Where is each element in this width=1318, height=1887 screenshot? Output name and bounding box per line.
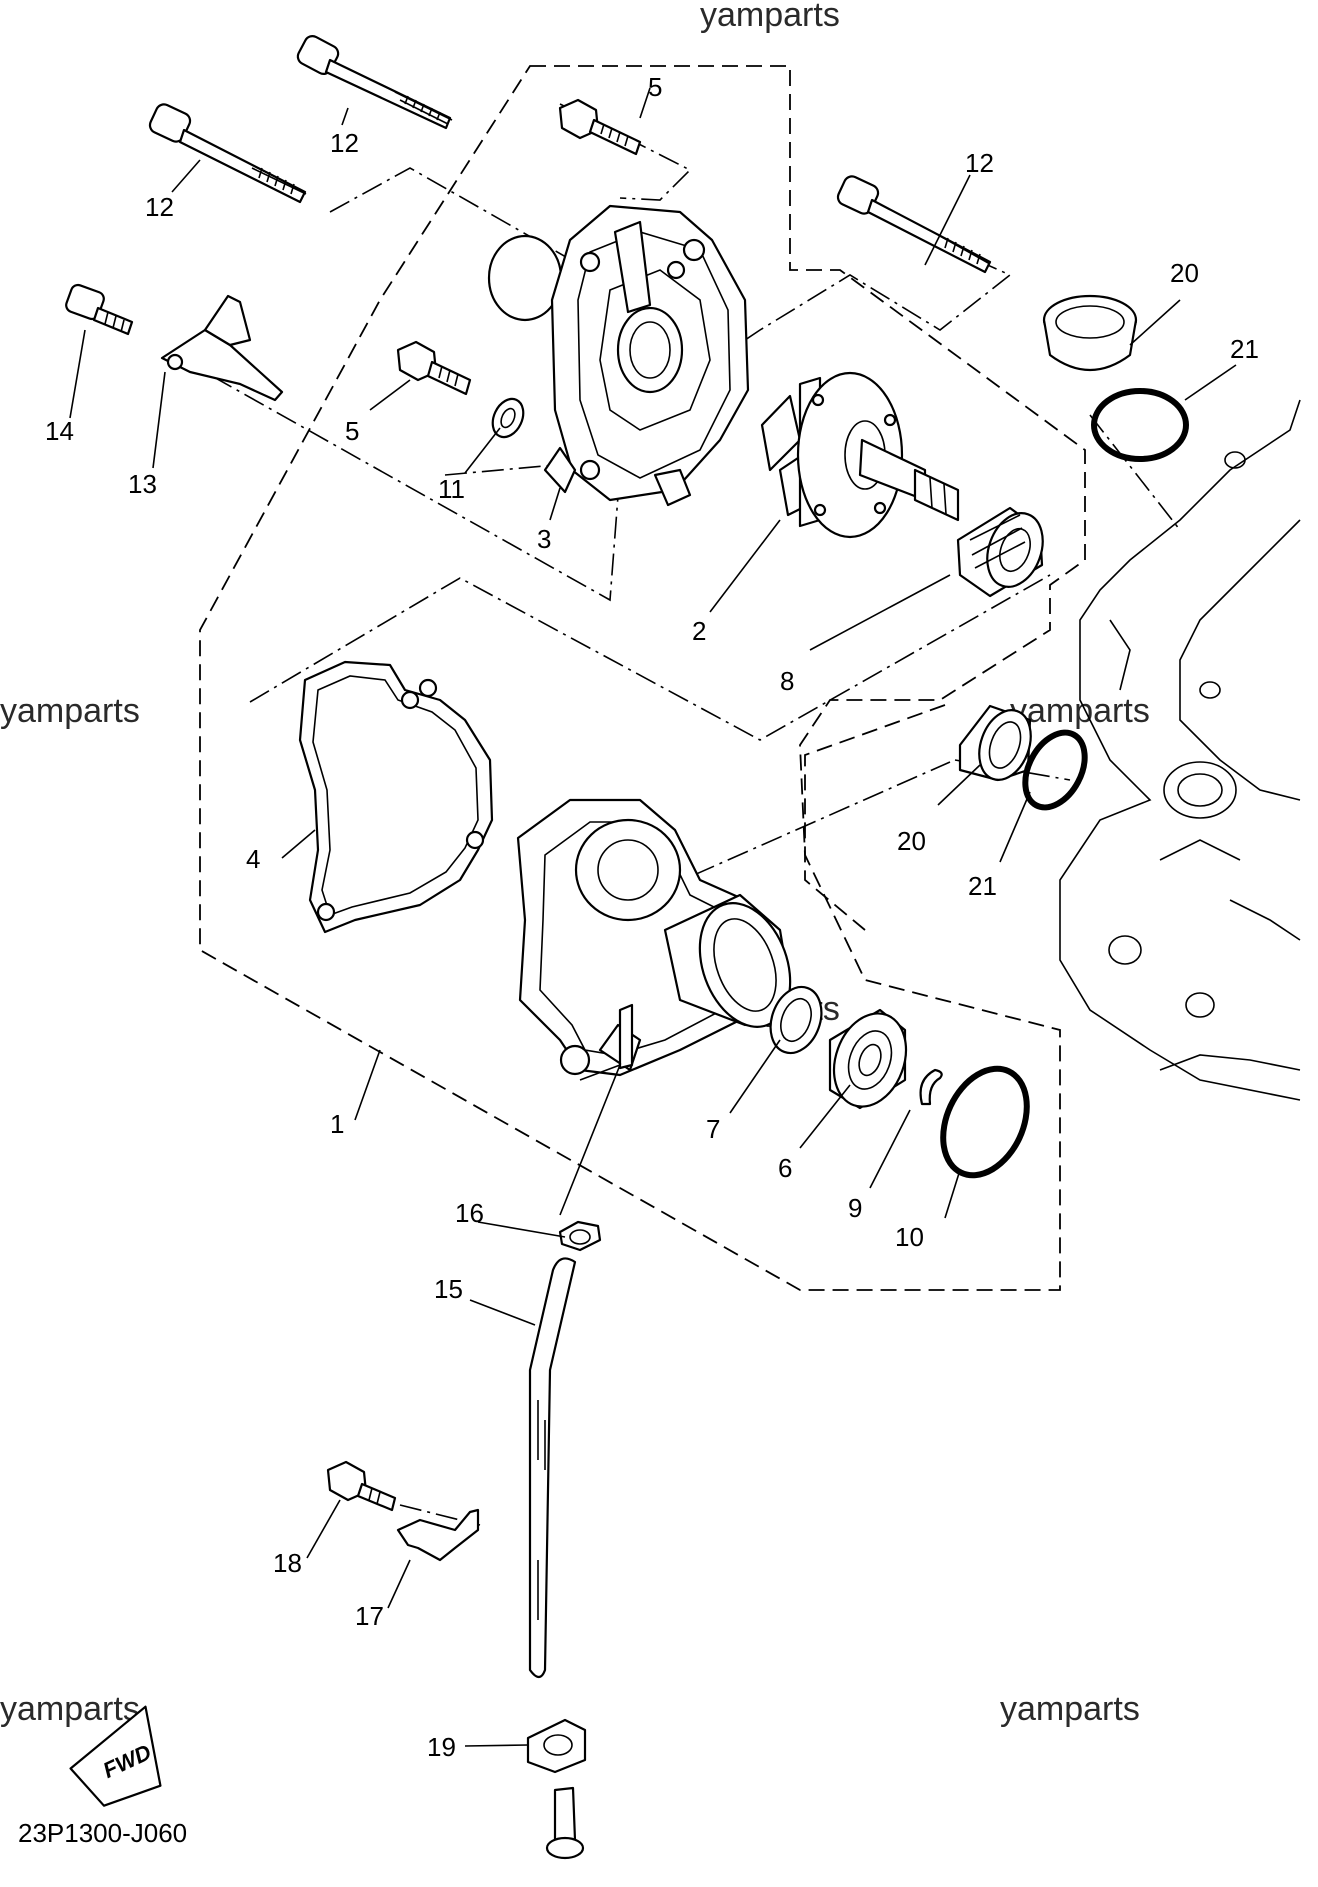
mechanical-seal-8 (956, 506, 1044, 598)
callout-18: 18 (273, 1548, 302, 1578)
o-ring-21-mid (1022, 729, 1088, 811)
callout-21: 21 (968, 871, 997, 901)
hose-15 (528, 1257, 577, 1679)
callout-12: 12 (965, 148, 994, 178)
callout-9: 9 (848, 1193, 862, 1223)
callout-5: 5 (345, 416, 359, 446)
watermark: yamparts (0, 1690, 140, 1728)
callout-14: 14 (45, 416, 74, 446)
pump-housing-1 (516, 798, 792, 1077)
bearing-6 (828, 1008, 908, 1110)
leader-lines (69, 87, 1237, 1747)
callout-2: 2 (692, 616, 706, 646)
bracket-13 (160, 294, 284, 402)
bolt-12-right (836, 175, 992, 274)
plate-17 (396, 1508, 480, 1562)
callout-15: 15 (434, 1274, 463, 1304)
callout-labels: 5 12 12 12 20 21 14 5 13 11 3 2 8 4 20 2… (45, 72, 1259, 1762)
clip-19 (526, 1718, 587, 1860)
bolt-12-top (296, 35, 453, 130)
collar-20-top (1042, 294, 1138, 372)
callout-1: 1 (330, 1109, 344, 1139)
o-ring-21-top (1091, 388, 1189, 462)
pump-cover-3 (487, 204, 750, 507)
callout-11: 11 (438, 474, 465, 504)
circlip-9 (919, 1068, 943, 1106)
watermark: yamparts (700, 0, 840, 34)
callout-7: 7 (706, 1114, 720, 1144)
sub-boundary (804, 704, 946, 931)
callout-8: 8 (780, 666, 794, 696)
bolt-12-left (148, 103, 307, 204)
callout-13: 13 (128, 469, 157, 499)
bolt-5-mid (396, 340, 472, 396)
bolt-18 (326, 1460, 397, 1512)
oil-seal-7 (769, 985, 823, 1055)
impeller-shaft-2 (760, 371, 960, 539)
callout-16: 16 (455, 1198, 484, 1228)
callout-4: 4 (246, 844, 260, 874)
callout-3: 3 (537, 524, 551, 554)
watermark: yamparts (1000, 1690, 1140, 1728)
callout-19: 19 (427, 1732, 456, 1762)
callout-20: 20 (897, 826, 926, 856)
callout-12: 12 (145, 192, 174, 222)
o-ring-10 (940, 1065, 1030, 1179)
bolt-14 (65, 283, 134, 336)
watermark: yamparts (0, 692, 140, 730)
callout-12: 12 (330, 128, 359, 158)
callout-17: 17 (355, 1601, 384, 1631)
callout-5: 5 (648, 72, 662, 102)
fwd-arrow-icon: FWD (69, 1705, 162, 1807)
engine-case (1059, 399, 1301, 1101)
gasket-4 (298, 660, 494, 934)
clamp-16 (558, 1220, 602, 1252)
diagram-code: 23P1300-J060 (18, 1818, 187, 1848)
callout-21: 21 (1230, 334, 1259, 364)
callout-10: 10 (895, 1222, 924, 1252)
callout-6: 6 (778, 1153, 792, 1183)
callout-20: 20 (1170, 258, 1199, 288)
assembly-boundary (199, 65, 1086, 1291)
bolt-5-top (558, 98, 642, 156)
collar-20-mid (958, 704, 1032, 782)
washer-11 (491, 397, 525, 439)
